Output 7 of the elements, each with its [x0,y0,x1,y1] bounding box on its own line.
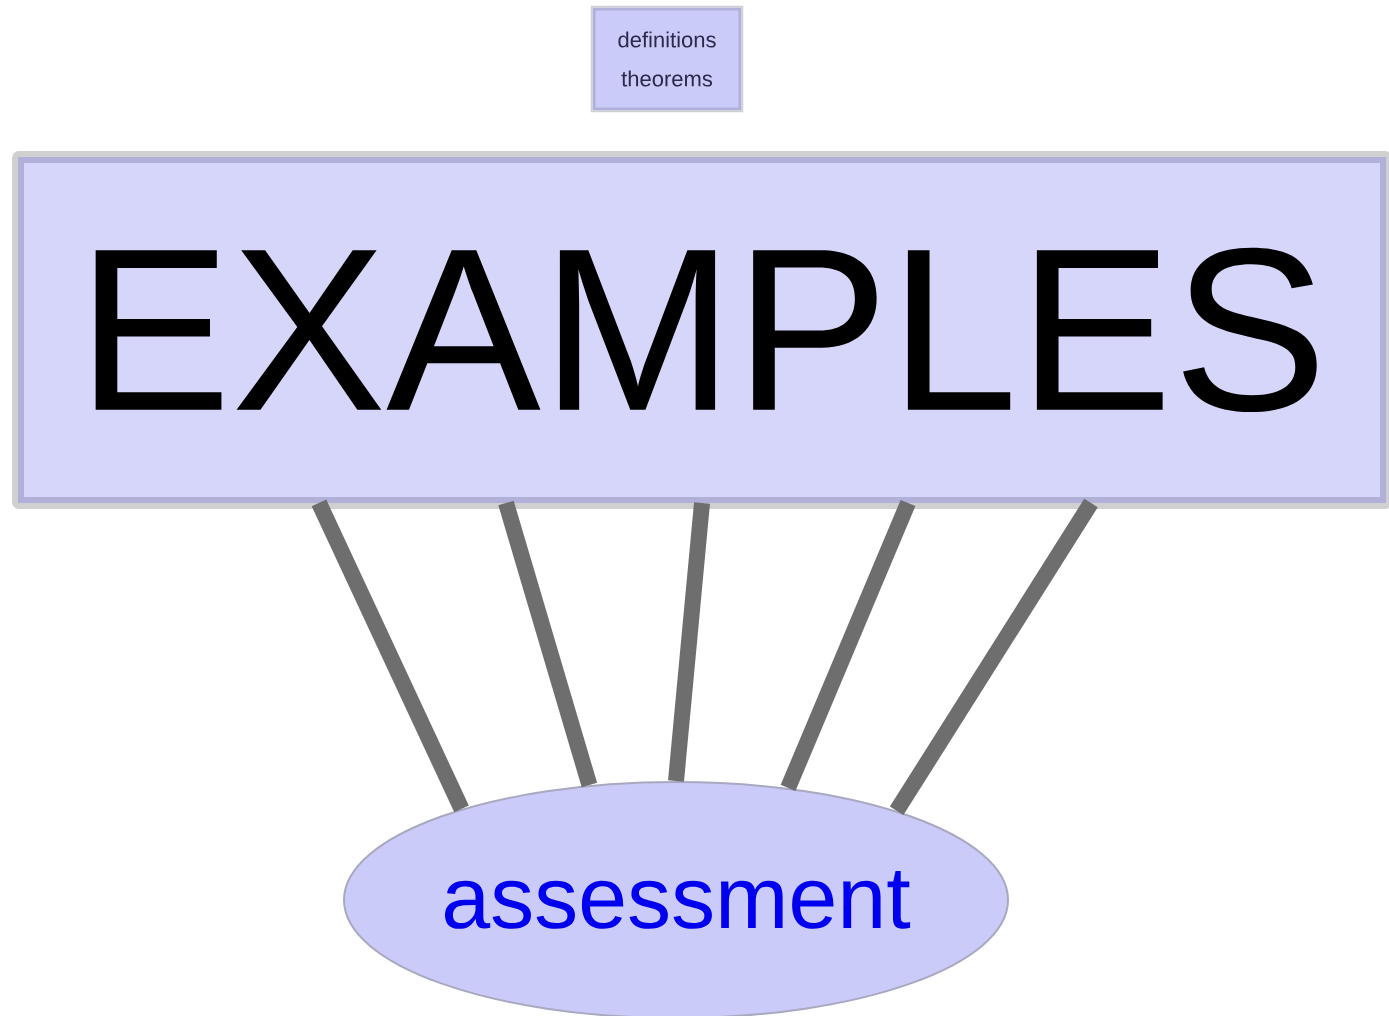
connector-line [311,499,469,813]
title-box: EXAMPLES [12,151,1389,509]
connector-line [889,498,1098,816]
definition-box: definitions theorems [590,5,744,113]
connector-line [780,499,916,792]
connector-line [498,500,598,788]
connector-line [668,502,710,782]
